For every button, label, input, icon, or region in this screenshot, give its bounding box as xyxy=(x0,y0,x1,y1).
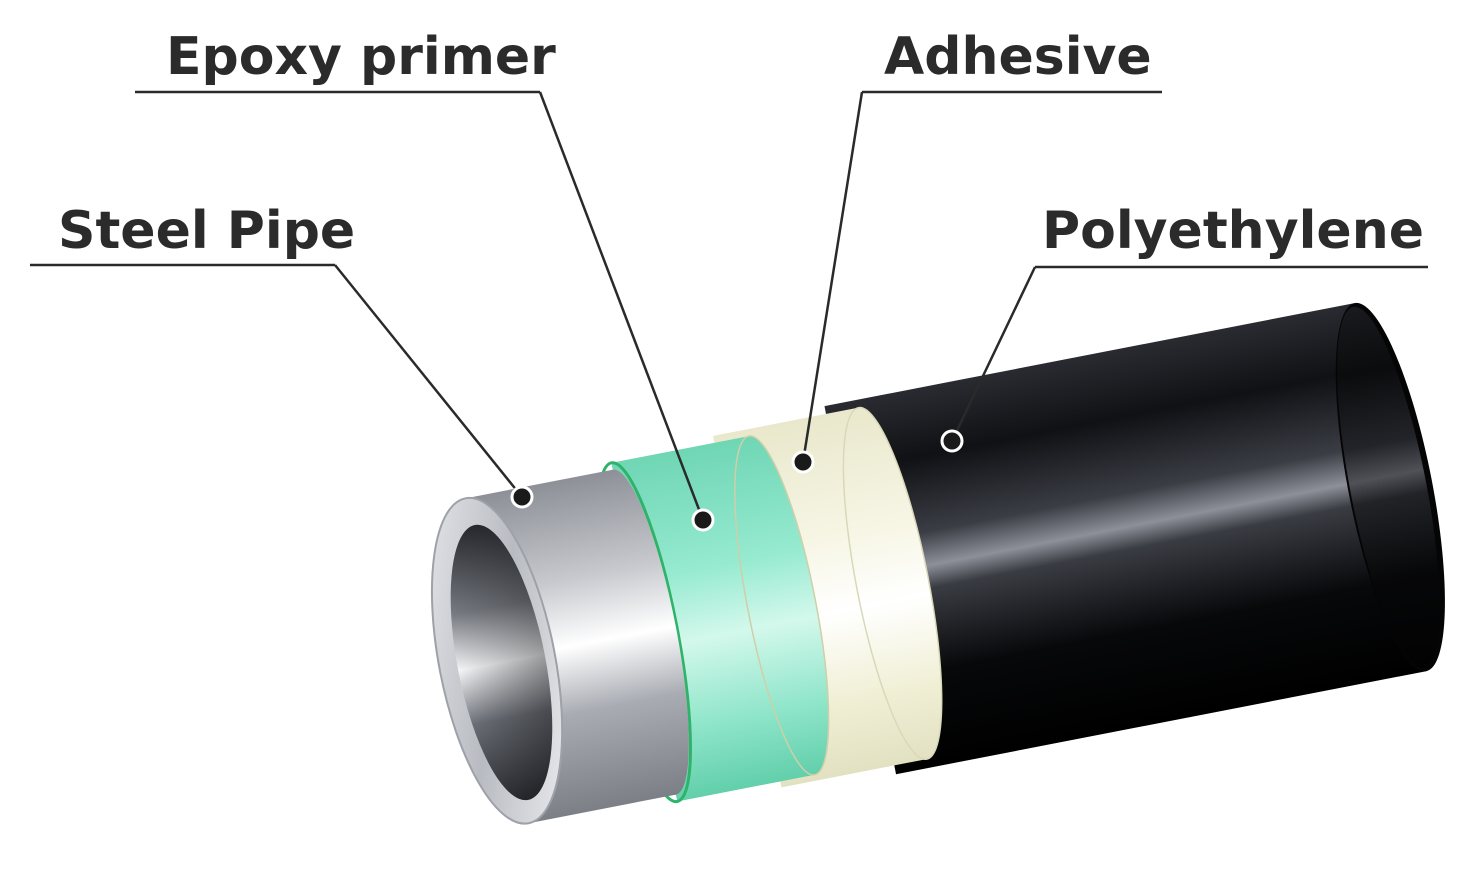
epoxy-primer-marker xyxy=(691,508,715,532)
pipe-illustration xyxy=(430,302,1445,825)
adhesive-leader xyxy=(801,91,864,463)
steel-pipe-label: Steel Pipe xyxy=(58,201,355,261)
polyethylene-leader xyxy=(950,266,1037,442)
polyethylene-label: Polyethylene xyxy=(1042,201,1424,261)
steel-pipe-end xyxy=(430,496,564,825)
epoxy-primer-label: Epoxy primer xyxy=(166,27,556,87)
adhesive-label: Adhesive xyxy=(884,27,1152,87)
steel-pipe-marker xyxy=(510,485,534,509)
callout-steel-pipe: Steel Pipe xyxy=(30,201,534,509)
callout-adhesive: Adhesive xyxy=(791,27,1162,474)
callout-epoxy-primer: Epoxy primer xyxy=(135,27,715,532)
steel-pipe-leader xyxy=(334,264,523,498)
callout-polyethylene: Polyethylene xyxy=(940,201,1428,453)
adhesive-marker xyxy=(791,450,815,474)
polyethylene-marker xyxy=(940,429,964,453)
polyethylene-layer xyxy=(824,302,1445,775)
epoxy-primer-leader xyxy=(538,91,705,521)
